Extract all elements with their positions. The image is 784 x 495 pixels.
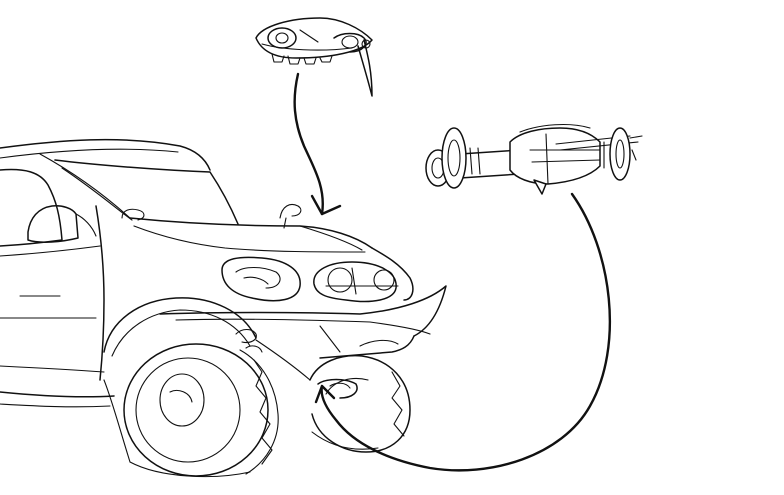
vehicle-sketch	[0, 138, 447, 478]
vehicle-exhaust-outlet	[317, 378, 358, 399]
vehicle-headlight-left	[221, 256, 301, 302]
vehicle-hood	[129, 217, 373, 249]
vehicle-front-wheel-left	[123, 343, 279, 478]
vehicle-wheel-arch	[103, 297, 257, 353]
vehicle-side-window	[0, 168, 63, 247]
headlight-assembly-part	[255, 17, 373, 97]
headlight-callout-arrow	[293, 72, 342, 216]
muffler-callout-arrow	[314, 192, 611, 472]
exhaust-muffler-assembly-part	[425, 124, 643, 195]
vehicle-roofline	[0, 138, 211, 171]
vehicle-headlight-right	[313, 261, 399, 303]
headlight-mount-tab	[357, 39, 373, 97]
vehicle-front-bumper	[159, 285, 447, 337]
vehicle-side-mirror	[27, 205, 79, 243]
vehicle-windshield	[54, 159, 239, 225]
